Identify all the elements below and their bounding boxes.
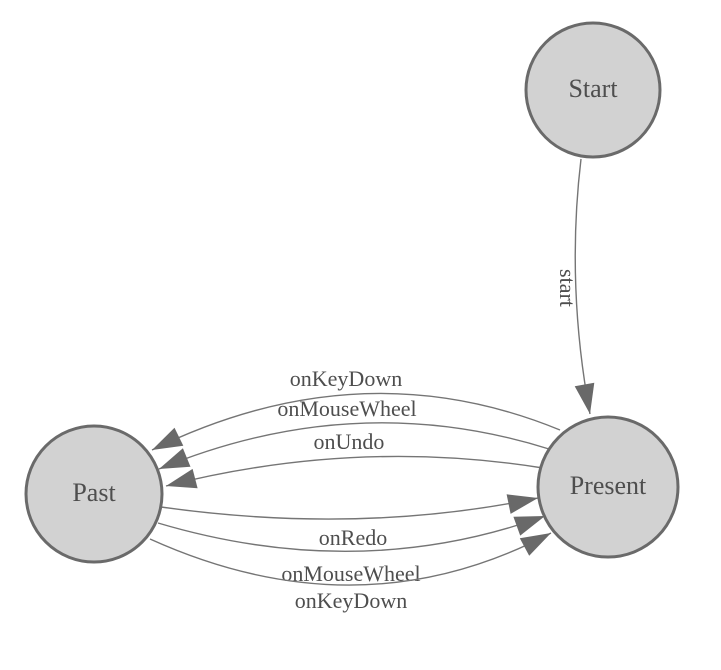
edge-present-to-past-onundo: onUndo (165, 429, 544, 489)
arrowhead-icon (152, 427, 184, 450)
arrowhead-icon (166, 468, 198, 489)
node-start: Start (524, 21, 662, 159)
node-start-label: Start (568, 74, 618, 103)
edge-line (149, 532, 552, 586)
node-start-circle (524, 21, 662, 159)
arrowhead-icon (159, 448, 191, 469)
edge-line (158, 422, 550, 470)
edge-line (157, 515, 546, 553)
edge-line (151, 392, 561, 451)
node-present-label: Present (570, 471, 647, 500)
arrowhead-icon (506, 494, 538, 514)
edge-past-to-present-onmousewheel: onMouseWheel (157, 515, 546, 586)
edge-label-onkeydown-bottom: onKeyDown (295, 588, 407, 613)
edge-label-onredo: onRedo (319, 525, 387, 550)
node-present: Present (536, 415, 680, 559)
edge-label-onundo: onUndo (314, 429, 385, 454)
edge-start-to-present: start (555, 158, 595, 415)
edge-line (165, 455, 544, 487)
node-past-circle (24, 424, 164, 564)
node-past-label: Past (72, 478, 116, 507)
edge-line (160, 497, 539, 520)
arrowhead-icon (513, 516, 545, 536)
edge-past-to-present-onredo: onRedo (160, 494, 539, 550)
edge-present-to-past-onkeydown: onKeyDown (151, 366, 561, 451)
edge-label-start: start (555, 269, 580, 307)
edge-past-to-present-onkeydown: onKeyDown (149, 532, 552, 613)
edge-line (574, 158, 591, 415)
arrowhead-icon (519, 533, 551, 556)
edge-label-onkeydown-top: onKeyDown (290, 366, 402, 391)
edge-present-to-past-onmousewheel: onMouseWheel (158, 396, 550, 470)
node-past: Past (24, 424, 164, 564)
edge-label-onmousewheel-top: onMouseWheel (277, 396, 416, 421)
node-present-circle (536, 415, 680, 559)
arrowhead-icon (574, 382, 595, 414)
